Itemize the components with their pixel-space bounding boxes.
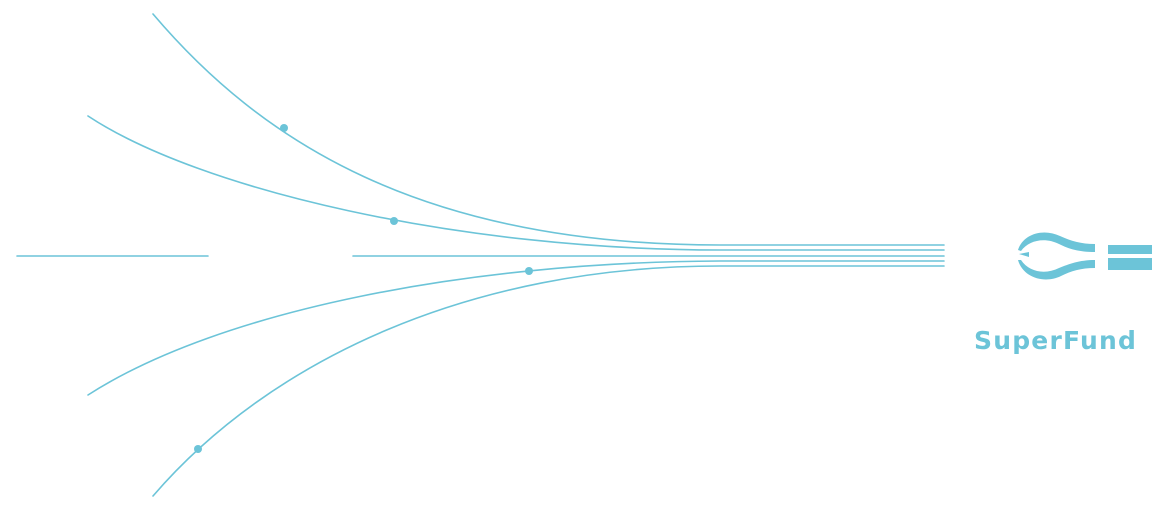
curve-dot-1 [280, 124, 288, 132]
curve-line-4 [152, 265, 945, 497]
curve-line-2 [87, 115, 945, 251]
curve-dot-3 [525, 267, 533, 275]
superfund-logo-icon [1018, 232, 1152, 280]
curve-line-3 [87, 260, 945, 396]
brand-name: SuperFund [974, 326, 1138, 355]
curve-line-1 [152, 13, 945, 246]
superfund-logo: SuperFund [960, 218, 1156, 368]
curve-dot-4 [194, 445, 202, 453]
curve-dot-2 [390, 217, 398, 225]
